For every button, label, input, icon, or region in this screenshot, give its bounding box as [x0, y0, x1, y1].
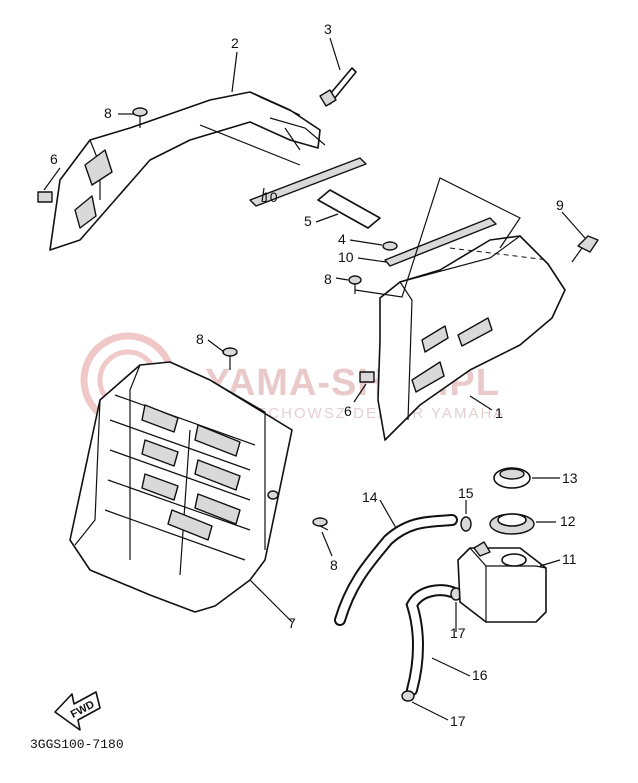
part-15-clamp: [460, 516, 472, 532]
callout-16: 16: [472, 667, 488, 683]
part-8-screw-d: [312, 517, 329, 531]
part-9-bolt: [571, 235, 599, 263]
part-14-hose: [334, 514, 458, 626]
callout-11: 11: [562, 551, 577, 567]
part-6-clip-a: [37, 191, 53, 203]
callout-8c: 8: [196, 331, 204, 347]
callout-10a: 10: [262, 189, 278, 205]
part-8-screw-b: [348, 275, 362, 294]
part-10-strip-lower: [384, 217, 497, 267]
callout-5: 5: [304, 213, 312, 229]
part-16-hose: [405, 584, 458, 696]
part-17-clamp-b: [401, 690, 415, 702]
callout-13: 13: [562, 470, 578, 486]
part-1-side-cover: [377, 235, 566, 441]
part-2-bracket: [49, 91, 326, 251]
part-3-bolt: [319, 67, 357, 107]
part-12-cap-ring: [489, 513, 535, 535]
callout-3: 3: [324, 21, 332, 37]
diagram-code: 3GGS100-7180: [30, 737, 124, 752]
part-11-reservoir-tank: [457, 541, 547, 623]
watermark-subtext: WOJCIECHOWSZ DEALER YAMAHA: [198, 405, 505, 422]
callout-15: 15: [458, 485, 474, 501]
callout-8b: 8: [324, 271, 332, 287]
part-5-plate: [317, 189, 381, 229]
part-6-clip-b: [359, 371, 375, 383]
callout-12: 12: [560, 513, 576, 529]
part-13-cap: [493, 467, 531, 489]
part-8-screw-c: [222, 347, 238, 370]
callout-10b: 10: [338, 249, 354, 265]
callout-2: 2: [231, 35, 239, 51]
callouts: 1 2 3 4 5 6 6 7 8 8 8 8 9 10 10 11 12 13…: [50, 21, 578, 729]
part-10-strip-upper: [249, 157, 367, 207]
callout-8d: 8: [330, 557, 338, 573]
part-7-grille: [69, 361, 293, 613]
leader-lines-lower: [379, 477, 561, 721]
callout-6a: 6: [50, 151, 58, 167]
callout-9: 9: [556, 197, 564, 213]
callout-7: 7: [288, 615, 296, 631]
callout-4: 4: [338, 231, 346, 247]
callout-1: 1: [495, 405, 503, 421]
callout-14: 14: [362, 489, 378, 505]
part-8-screw-a: [132, 107, 148, 128]
leader-lines: [43, 37, 586, 623]
callout-17a: 17: [450, 625, 466, 641]
callout-6b: 6: [344, 403, 352, 419]
part-4-nut: [382, 241, 398, 251]
callout-17b: 17: [450, 713, 466, 729]
fwd-arrow-icon: FWD: [54, 691, 101, 731]
callout-8a: 8: [104, 105, 112, 121]
